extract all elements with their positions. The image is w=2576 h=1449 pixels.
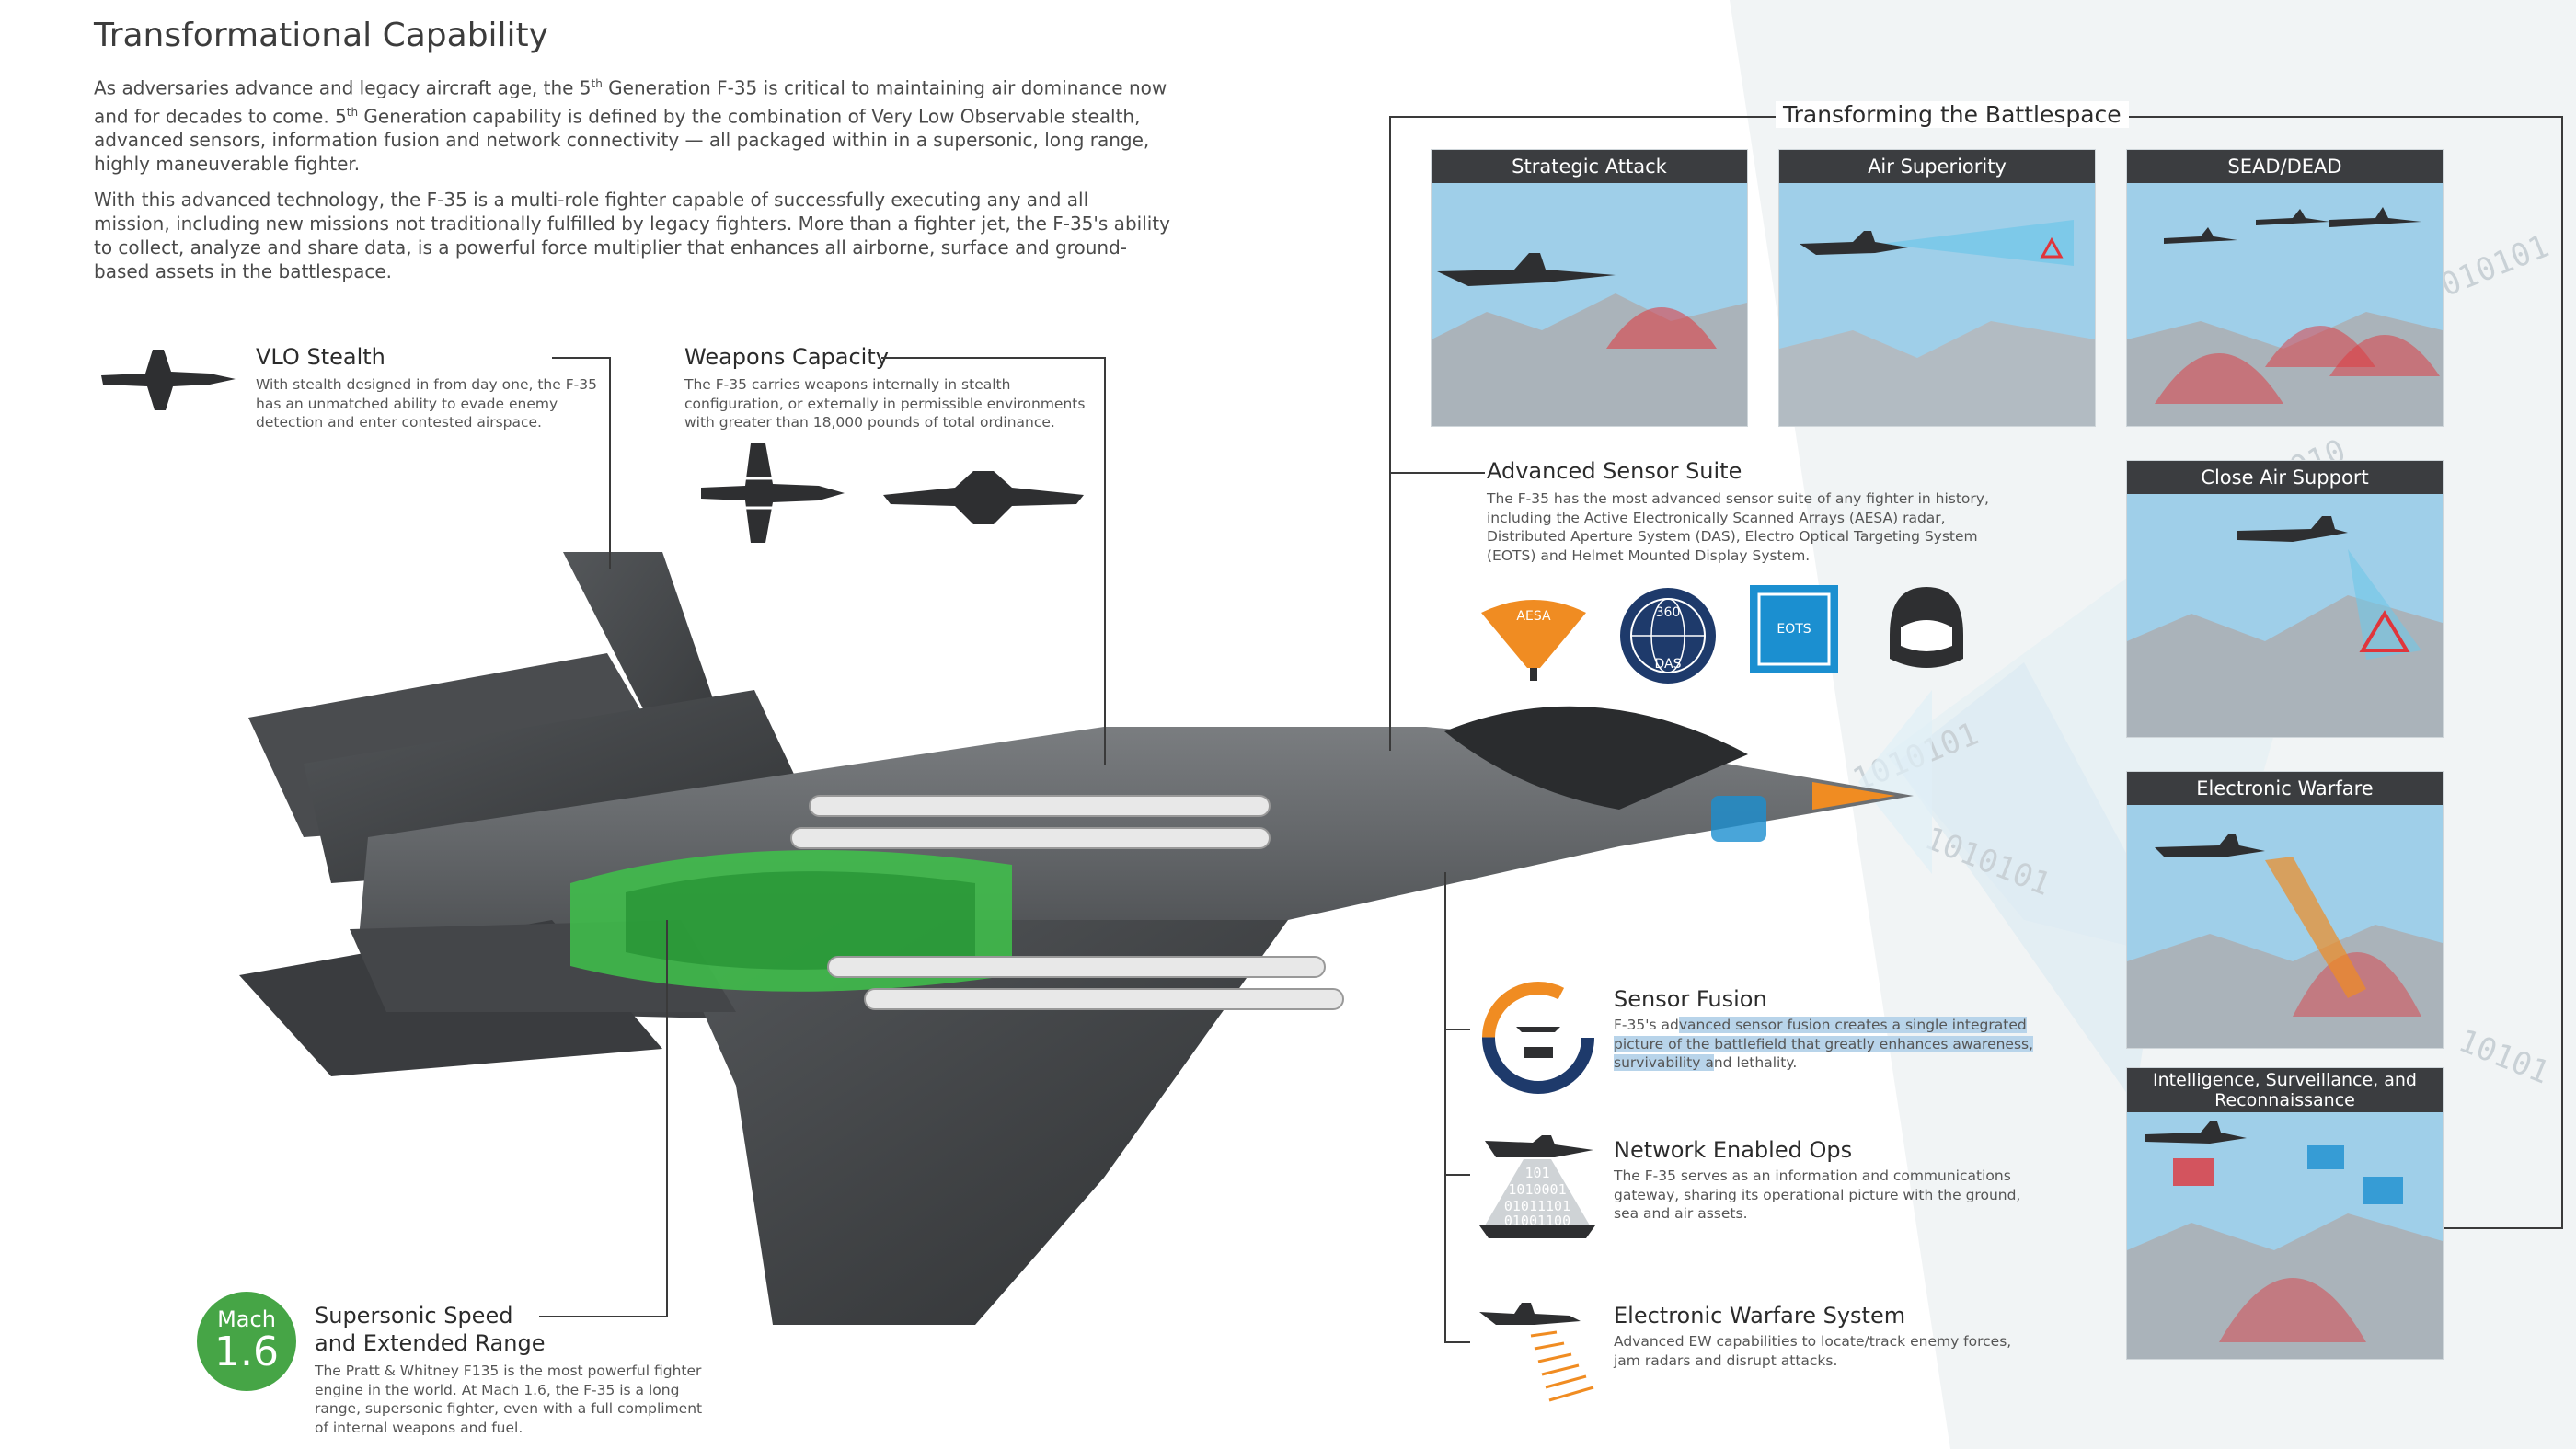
sead-dead-image	[2127, 183, 2443, 426]
strategic-attack-image	[1432, 183, 1747, 426]
ew-system-title: Electronic Warfare System	[1614, 1303, 1906, 1328]
network-ops-text: The F-35 serves as an information and co…	[1614, 1167, 2021, 1222]
panel-isr-label: Intelligence, Surveillance, and Reconnai…	[2127, 1068, 2443, 1112]
stealth-jet-icon	[101, 350, 236, 410]
weapons-capacity-title: Weapons Capacity	[684, 344, 889, 370]
panel-strategic-attack: Strategic Attack	[1431, 149, 1748, 427]
air-superiority-image	[1779, 183, 2095, 426]
aesa-label: AESA	[1516, 609, 1551, 624]
panel-strategic-attack-label: Strategic Attack	[1432, 150, 1747, 183]
close-air-support-image	[2127, 494, 2443, 737]
sensor-suite-title: Advanced Sensor Suite	[1487, 458, 1742, 484]
battlespace-frame-right	[2561, 116, 2563, 1229]
panel-sead-dead-label: SEAD/DEAD	[2127, 150, 2443, 183]
jet-frontview-icon	[883, 471, 1084, 524]
systems-leader-line-v	[1444, 872, 1446, 1343]
sensor-fusion-text: F-35's advanced sensor fusion creates a …	[1614, 1017, 2034, 1071]
eots-label: EOTS	[1777, 622, 1811, 637]
vlo-stealth-title: VLO Stealth	[256, 344, 385, 370]
weapons-capacity-text: The F-35 carries weapons internally in s…	[684, 376, 1086, 431]
helmet-icon	[1890, 587, 1963, 668]
speed-leader-line-v	[666, 920, 668, 1317]
speed-title-2: and Extended Range	[315, 1330, 546, 1356]
f35-aircraft-illustration	[239, 552, 1932, 1325]
das-label: DAS	[1655, 657, 1682, 672]
vlo-leader-line	[552, 357, 611, 359]
network-ops-icon: 101 1010001 01011101 01001100	[1479, 1135, 1595, 1238]
jet-topview-icon	[701, 443, 845, 543]
ew-leader-tick	[1444, 1341, 1470, 1343]
panel-electronic-warfare-label: Electronic Warfare	[2127, 772, 2443, 805]
network-leader-tick	[1444, 1174, 1470, 1176]
das-icon: 360 DAS	[1620, 588, 1716, 684]
das-360-label: 360	[1656, 605, 1681, 620]
mach-value: 1.6	[214, 1328, 279, 1375]
sensor-suite-text: The F-35 has the most advanced sensor su…	[1487, 490, 1989, 564]
network-binary-3: 01011101	[1504, 1198, 1570, 1214]
panel-sead-dead: SEAD/DEAD	[2126, 149, 2444, 427]
battlespace-title: Transforming the Battlespace	[1776, 101, 2129, 128]
network-binary-2: 1010001	[1508, 1181, 1566, 1198]
network-ops-title: Network Enabled Ops	[1614, 1137, 1853, 1163]
vlo-leader-line-v	[609, 357, 611, 569]
mach-badge: Mach 1.6	[197, 1292, 296, 1391]
ew-system-icon	[1479, 1303, 1594, 1402]
intro-paragraph-1: As adversaries advance and legacy aircra…	[94, 76, 1167, 176]
aesa-radar-icon: AESA	[1481, 600, 1586, 681]
fusion-leader-tick	[1444, 1029, 1470, 1030]
network-binary-4: 01001100	[1504, 1213, 1570, 1229]
panel-close-air-support: Close Air Support	[2126, 460, 2444, 738]
weapons-leader-line	[881, 357, 1106, 359]
isr-image	[2127, 1112, 2443, 1359]
sensor-fusion-title: Sensor Fusion	[1614, 986, 1767, 1012]
eots-icon: EOTS	[1750, 585, 1838, 673]
sensor-leader-line	[1389, 472, 1485, 474]
panel-electronic-warfare: Electronic Warfare	[2126, 771, 2444, 1049]
speed-text: The Pratt & Whitney F135 is the most pow…	[315, 1363, 703, 1436]
speed-leader-line	[539, 1316, 668, 1317]
ew-system-text: Advanced EW capabilities to locate/track…	[1614, 1333, 2012, 1369]
panel-air-superiority-label: Air Superiority	[1779, 150, 2095, 183]
sensor-fusion-icon	[1482, 982, 1594, 1094]
intro-paragraph-2: With this advanced technology, the F-35 …	[94, 189, 1170, 282]
page-title: Transformational Capability	[94, 17, 548, 54]
network-binary-1: 101	[1524, 1165, 1549, 1181]
panel-isr: Intelligence, Surveillance, and Reconnai…	[2126, 1067, 2444, 1360]
battlespace-frame-bottom	[2442, 1227, 2563, 1229]
panel-air-superiority: Air Superiority	[1778, 149, 2096, 427]
battlespace-frame-left	[1389, 116, 1391, 751]
speed-title-1: Supersonic Speed	[315, 1303, 513, 1328]
panel-close-air-support-label: Close Air Support	[2127, 461, 2443, 494]
vlo-stealth-text: With stealth designed in from day one, t…	[256, 376, 597, 431]
weapons-leader-line-v	[1104, 357, 1106, 765]
electronic-warfare-image	[2127, 805, 2443, 1048]
mach-label: Mach	[217, 1306, 276, 1332]
